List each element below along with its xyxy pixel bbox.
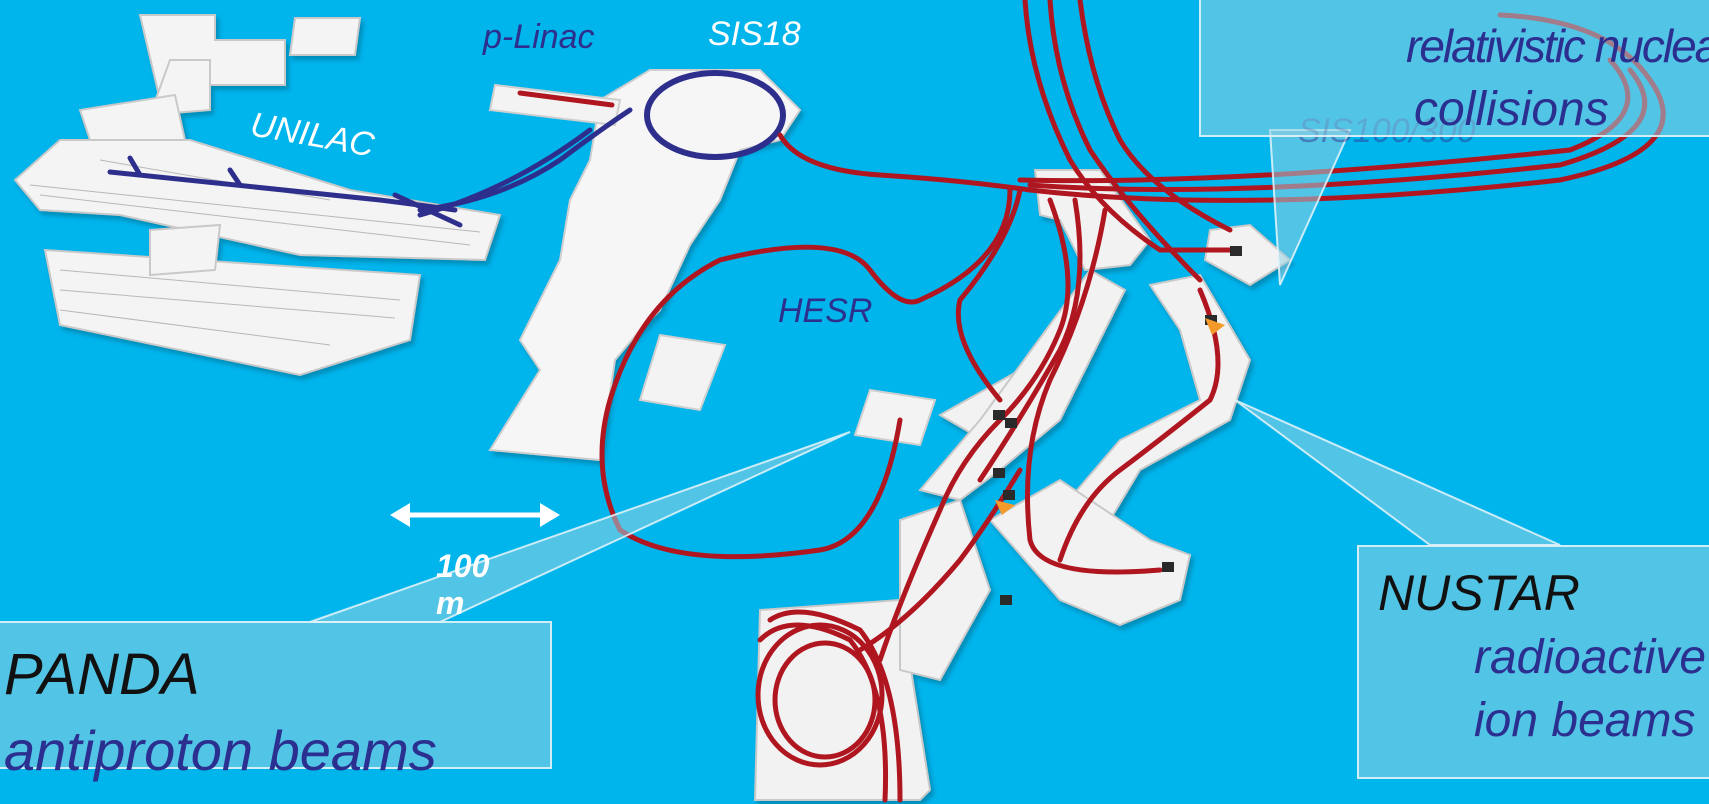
label-p-linac: p-Linac	[483, 20, 595, 54]
label-hesr: HESR	[778, 294, 872, 328]
hesr-injection-hall	[640, 335, 725, 410]
label-scale: 100 m	[436, 548, 516, 622]
cbm-line1: relativistic nuclear	[1406, 19, 1709, 73]
panda-title: PANDA	[4, 641, 200, 708]
nustar-line2: ion beams	[1474, 693, 1695, 748]
nustar-title: NUSTAR	[1378, 564, 1580, 622]
panda-subtitle: antiproton beams	[4, 718, 437, 783]
scale-arrow	[390, 503, 560, 527]
nustar-pointer	[1235, 400, 1560, 545]
unilac-buildings	[15, 15, 500, 375]
label-sis18: SIS18	[708, 17, 801, 51]
experiment-halls	[755, 170, 1290, 800]
cbm-line2: collisions	[1414, 82, 1609, 137]
nustar-line1: radioactive	[1474, 630, 1706, 685]
cbm-pointer	[1270, 130, 1350, 285]
panda-pointer	[310, 432, 850, 622]
